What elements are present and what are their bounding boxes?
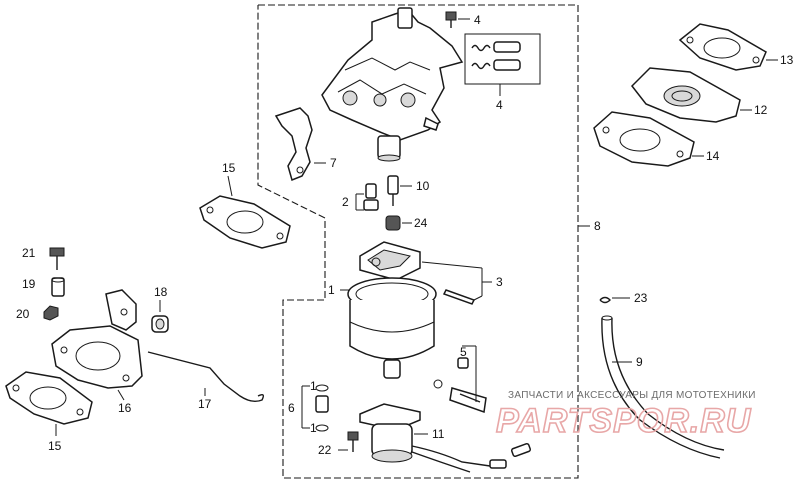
callout-1-washer-lower: 1 [310, 421, 317, 435]
callout-17: 17 [198, 397, 212, 411]
callout-2: 2 [342, 195, 349, 209]
float-part-3 [359, 241, 492, 305]
callout-23: 23 [634, 291, 648, 305]
callout-4-box: 4 [496, 98, 503, 112]
gasket-part-14 [593, 111, 704, 167]
callout-20: 20 [16, 307, 30, 321]
callout-10: 10 [416, 179, 430, 193]
grommet-part-18 [151, 300, 169, 333]
screw-part-4 [445, 11, 457, 28]
gasket-part-15-lower [5, 371, 93, 436]
bracket-part-16 [51, 289, 143, 401]
callout-21: 21 [22, 246, 36, 260]
callout-7: 7 [330, 156, 337, 170]
assembly-frame [257, 4, 579, 479]
gasket-part-15-upper [199, 175, 291, 249]
carburetor-body [321, 7, 464, 162]
float-pin-part-2 [355, 183, 379, 211]
site-watermark: ЗАПЧАСТИ И АКСЕССУАРЫ ДЛЯ МОТОТЕХНИКИ PA… [495, 390, 756, 441]
fuel-tube-part-9 [601, 315, 725, 459]
pilot-screw-set-part-4 [464, 33, 541, 96]
callout-3: 3 [496, 275, 503, 289]
collar-part-19 [51, 277, 65, 297]
nut-part-20 [43, 305, 59, 321]
callout-9: 9 [636, 355, 643, 369]
callout-8: 8 [594, 219, 601, 233]
callout-13: 13 [780, 53, 794, 67]
float-needle-part-10 [387, 175, 412, 206]
clip-part-23 [599, 296, 630, 304]
insulator-part-12 [631, 67, 752, 123]
watermark-brand: PARTSPOR.RU [496, 402, 752, 440]
watermark-tagline: ЗАПЧАСТИ И АКСЕССУАРЫ ДЛЯ МОТОТЕХНИКИ [508, 390, 756, 401]
callout-15-lower: 15 [48, 439, 62, 453]
fuel-cut-solenoid-part-11 [359, 403, 532, 473]
callout-16: 16 [118, 401, 132, 415]
choke-lever-part-7 [274, 107, 326, 182]
callout-18: 18 [154, 285, 168, 299]
callout-22: 22 [318, 443, 332, 457]
drain-screw-part-6 [301, 384, 329, 432]
callout-19: 19 [22, 277, 36, 291]
callout-14: 14 [706, 149, 720, 163]
callout-24: 24 [414, 216, 428, 230]
bolt-part-21 [49, 247, 65, 270]
main-jet-part-24 [385, 215, 412, 231]
gasket-part-13 [678, 23, 778, 71]
callout-4-top: 4 [474, 13, 481, 27]
float-chamber-part-1 [340, 277, 437, 379]
callout-11: 11 [432, 427, 445, 441]
callout-1-washer-upper: 1 [310, 379, 317, 393]
screw-part-22 [338, 431, 359, 452]
callout-1-chamber: 1 [328, 283, 335, 297]
callout-12: 12 [754, 103, 768, 117]
callout-6: 6 [288, 401, 295, 415]
idle-screw-part-5 [433, 345, 487, 414]
callout-15-upper: 15 [222, 161, 236, 175]
callout-5: 5 [460, 345, 467, 359]
throttle-rod-part-17 [147, 351, 265, 403]
